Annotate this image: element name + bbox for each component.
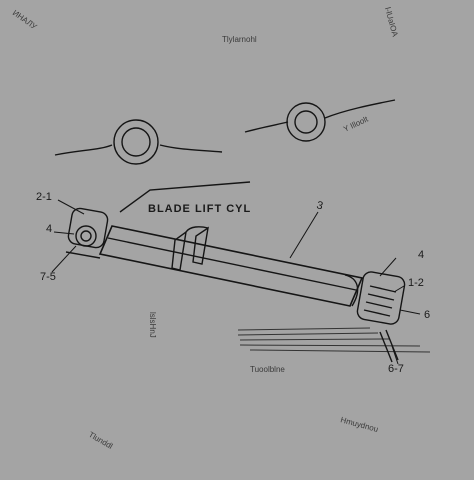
callout-6-7: 6-7: [388, 363, 404, 375]
callout-2-1: 2-1: [36, 191, 52, 203]
faint-text-left-vertical: lslsHnJ: [148, 312, 157, 338]
callout-4-left: 4: [46, 223, 52, 235]
right-end-cap: [356, 271, 406, 363]
faint-text-top-left: ИНАЛУ: [11, 8, 39, 32]
faint-text-center-block: Tuoolblne: [250, 365, 285, 374]
cylinder-clamp: [171, 226, 209, 271]
callout-1-2: 1-2: [408, 277, 424, 289]
faint-text-top-center: Тlуlаrnоhl: [222, 35, 257, 44]
callout-6: 6: [424, 309, 430, 321]
cylinder-title: BLADE LIFT CYL: [148, 203, 251, 215]
center-stripe-block: [237, 327, 431, 353]
callout-3: 3: [315, 199, 324, 212]
left-pivot-ring: [113, 119, 159, 165]
callout-leaders: [51, 199, 421, 365]
faint-text-bottom-right: Hmuydnou: [339, 415, 379, 434]
faint-text-bottom-left: Tlunddl: [87, 430, 114, 451]
right-pivot-ring: [286, 102, 326, 142]
faint-text-mid-right: Y Illoolt: [342, 114, 370, 134]
left-end-cap: [65, 207, 109, 259]
cylinder-body: [98, 225, 364, 307]
leader-line-title: [119, 181, 251, 213]
faint-text-top-right: l-lUaIOA: [383, 6, 400, 38]
callout-4-right: 4: [418, 249, 424, 261]
blade-arm-outline: [54, 99, 396, 156]
callout-7-5: 7-5: [40, 271, 56, 283]
